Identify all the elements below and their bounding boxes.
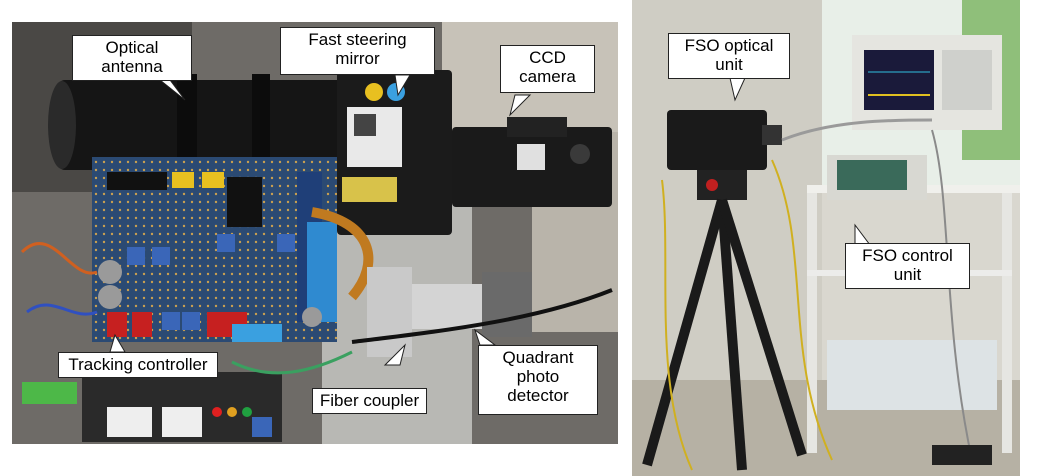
mirror-yellow-dot <box>365 83 383 101</box>
label-tracking-controller: Tracking controller <box>58 352 218 378</box>
label-fiber-coupler: Fiber coupler <box>312 388 427 414</box>
fso-optical-unit-box <box>667 110 767 170</box>
label-fast-steering-mirror: Fast steering mirror <box>280 27 435 75</box>
label-optical-antenna: Optical antenna <box>72 35 192 81</box>
optical-antenna-tube <box>57 80 347 170</box>
fso-setup-photo <box>632 0 1020 476</box>
label-fso-control-unit: FSO control unit <box>845 243 970 289</box>
fso-setup-illustration <box>632 0 1020 476</box>
label-ccd-camera: CCD camera <box>500 45 595 93</box>
label-fso-optical-unit: FSO optical unit <box>668 33 790 79</box>
label-quadrant-photo-detector: Quadrant photo detector <box>478 345 598 415</box>
fiber-coupler-body <box>367 267 412 357</box>
